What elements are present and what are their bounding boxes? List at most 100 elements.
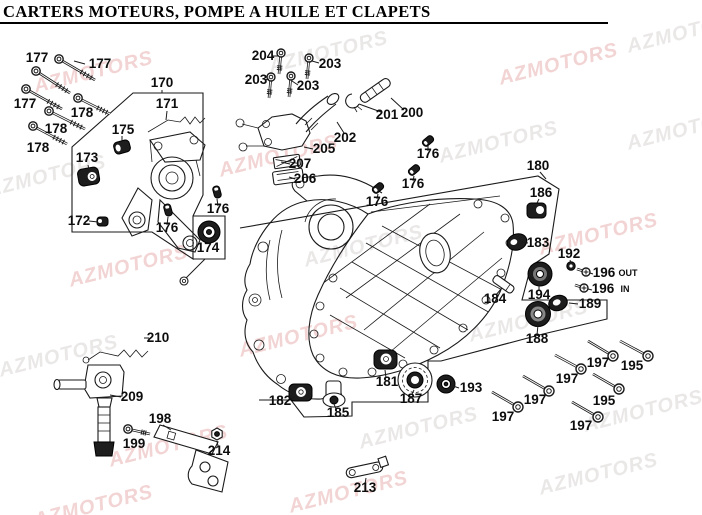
part-label-187: 187 [400, 391, 423, 406]
bolt-thread [79, 69, 84, 75]
bolt-head-hex [595, 414, 601, 420]
label-leader [216, 198, 219, 207]
bolt-thread [58, 137, 62, 143]
bushing-186 [526, 202, 547, 219]
part-label-172: 172 [68, 213, 91, 228]
crankcase-drawing [241, 174, 515, 400]
bolt-head [31, 66, 41, 76]
bolt-thread [49, 100, 54, 106]
part-label-210: 210 [147, 330, 170, 345]
bolt-head [613, 383, 625, 395]
pin-body [212, 185, 222, 199]
bolt-head-hex [616, 386, 622, 392]
bolt-head [607, 350, 619, 362]
label-leader [364, 477, 367, 485]
nut-214 [211, 427, 223, 441]
label-leader [412, 175, 415, 182]
label-leader [384, 369, 387, 379]
part-label-213: 213 [354, 480, 377, 495]
bolt-head-hex [610, 353, 616, 359]
pin-highlight [165, 205, 170, 209]
bolt-thread [142, 429, 145, 436]
bolt-thread [144, 430, 147, 436]
pin-body [371, 182, 385, 194]
label-leader [358, 103, 382, 113]
bolt-head-hex [288, 73, 294, 79]
part-label-189: 189 [579, 296, 602, 311]
bolt-head-hex [46, 108, 52, 114]
bolt-thread [72, 121, 77, 127]
part-label-202: 202 [334, 130, 357, 145]
label-leader [569, 259, 572, 264]
part-label-197: 197 [587, 355, 610, 370]
bearing-188 [525, 301, 551, 327]
bolt-head-hex [515, 404, 521, 410]
part-label-178: 178 [71, 105, 94, 120]
hose-clamp-leader [185, 258, 206, 279]
part-label-203: 203 [297, 78, 320, 93]
crankcase-lugs [248, 241, 311, 398]
part-label-174: 174 [197, 240, 220, 255]
spacer-185 [322, 380, 346, 408]
bolt-thread [58, 84, 62, 90]
part-label-199: 199 [123, 436, 146, 451]
bearing-187 [397, 362, 433, 398]
label-leader [109, 394, 122, 398]
label-leader [264, 78, 270, 81]
crankcase-group-box [239, 175, 608, 418]
label-leader [280, 161, 291, 165]
seal-183 [506, 233, 528, 251]
part-label-177: 177 [26, 50, 49, 65]
part-label-181: 181 [376, 374, 399, 389]
bracket-198-drawing [153, 424, 229, 493]
bolt-thread [64, 88, 69, 94]
part-label-205: 205 [313, 141, 336, 156]
label-leader [376, 193, 379, 200]
part-label-177: 177 [14, 96, 37, 111]
label-leader [311, 60, 320, 64]
part-label-198: 198 [149, 411, 172, 426]
part-label-206: 206 [294, 171, 317, 186]
part-label-IN: IN [621, 284, 630, 294]
part-label-195: 195 [621, 358, 644, 373]
part-label-176: 176 [402, 176, 425, 191]
part-label-176: 176 [417, 146, 440, 161]
watermark-text: AZMOTORS [236, 311, 361, 362]
bushings-and-bearings [77, 139, 576, 441]
oil-pump-209-drawing [53, 281, 179, 457]
bolt-thread [82, 71, 87, 77]
part-label-204: 204 [252, 48, 275, 63]
part-label-170: 170 [151, 75, 174, 90]
washer-192 [566, 261, 576, 271]
bolt-head-hex [56, 56, 62, 62]
screw-slot [583, 269, 589, 275]
bolt-head [123, 424, 133, 434]
label-leader [166, 216, 169, 226]
crankcase-bolt-bosses [309, 199, 515, 377]
label-leader [587, 288, 593, 291]
part-label-180: 180 [527, 158, 550, 173]
bolt-thread [53, 102, 57, 108]
label-leader [162, 424, 172, 431]
watermark-text: AZMOTORS [356, 403, 481, 454]
bolt-head [642, 350, 654, 362]
bolt-head-hex [278, 50, 284, 56]
bolt-thread [55, 82, 59, 88]
bolt-head-hex [125, 426, 131, 432]
bearing-174 [197, 220, 221, 244]
reed-plate-207 [272, 153, 301, 170]
part-label-171: 171 [156, 96, 179, 111]
bearing-193 [436, 374, 456, 394]
label-leader [452, 385, 460, 389]
label-leader [88, 220, 99, 223]
dowel-184 [492, 275, 515, 294]
label-leader [536, 324, 539, 336]
bolt-head [28, 121, 38, 131]
pin-highlight [373, 188, 378, 192]
dowel-pin-176 [407, 164, 421, 176]
bearing-189 [548, 294, 568, 312]
label-leader [291, 80, 299, 86]
label-leader [216, 440, 219, 447]
